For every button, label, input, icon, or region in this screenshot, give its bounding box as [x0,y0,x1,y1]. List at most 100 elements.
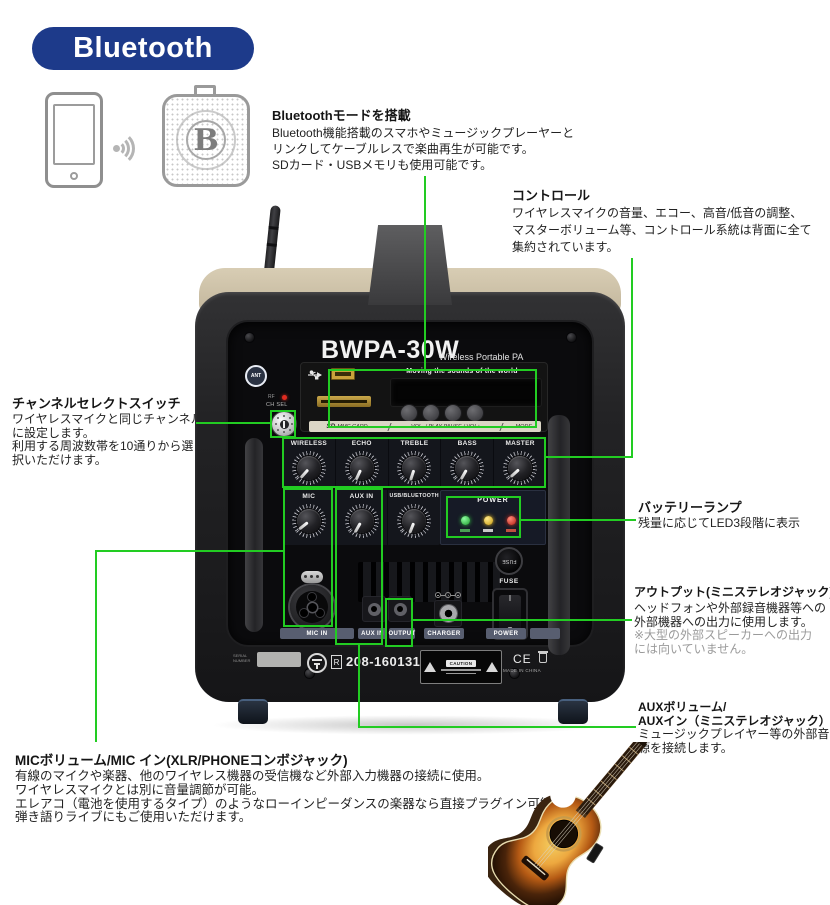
ant-mount-badge: ANT [245,365,267,387]
speaker-b-logo: B [162,94,250,187]
sd-strip-label: SD MMC CARD [309,423,385,430]
aux-callout-text: AUXボリューム/ AUXイン（ミニステレオジャック） ミュージックプレイヤー等… [638,700,830,755]
polarity-icon [435,592,461,598]
screw-icon [510,669,519,678]
warning-triangle-icon [486,662,499,672]
polarity-line [451,594,455,596]
wireless-wave-icon [100,131,135,166]
usb-port-slot [335,372,351,376]
polarity-center [445,592,451,598]
polarity-minus [435,592,441,598]
echo-knob [344,451,379,485]
xlr-latch [301,571,323,583]
usb-bt-knob-label: USB/BLUETOOTH [389,493,439,499]
dial-notch [279,419,289,429]
callout-line-control-vertical [631,258,633,458]
bluetooth-feature-line: リンクしてケーブルレスで楽曲再生が可能です。 [272,142,534,156]
aux-line: ミュージックプレイヤー等の外部音 [638,727,830,741]
output-line: ヘッドフォンや外部録音機器等への [634,601,827,615]
bluetooth-badge: Bluetooth [32,27,254,70]
usb-bt-knob-cell: USB/BLUETOOTH [388,490,440,545]
caution-center: CAUTION [440,660,481,674]
mic-in-strip-label: MIC IN [280,628,354,639]
aux-line: 源を接続します。 [638,740,733,755]
rf-led [282,395,287,400]
device-shadow [210,715,610,735]
echo-knob-cell: ECHO [336,437,389,488]
xlr-pin-hole [308,593,316,601]
ce-mark: CE [513,652,532,666]
fuse-holder: FUSE [495,547,523,575]
mmc-card-label: MMC CARD [337,423,368,430]
wireless-knob [291,451,326,485]
phone-jack-hole [307,602,317,612]
rf-label: RF [268,394,275,400]
speaker-ripple-icon [176,110,236,170]
model-subtitle: Wireless Portable PA [439,352,524,362]
aux-in-jack [362,596,386,622]
bluetooth-feature-line: Bluetooth機能搭載のスマホやミュージックプレーヤーと [272,126,575,140]
strip-divider [387,422,392,431]
control-callout-text: コントロール ワイヤレスマイクの音量、エコー、高音/低音の調整、 マスターボリュ… [512,188,812,256]
battery-led-green [461,516,470,525]
media-button [445,405,461,421]
channel-select-line: ワイヤレスマイクと同じチャンネル [12,412,203,426]
aux-title: AUXボリューム/ [638,700,727,714]
channel-select-line: 利用する周波数帯を10通りから選 [12,439,194,453]
device-foot [558,699,588,724]
bluetooth-speaker-icon [162,94,250,187]
latch-hole [304,575,307,578]
aux-in-strip-label: AUX IN [358,628,387,639]
dc-jack-ring [439,605,457,622]
output-note-line: には向いていません。 [634,641,754,656]
lcd-display [391,379,541,406]
rocker-face [499,595,521,633]
treble-knob-cell: TREBLE [389,437,442,488]
output-line: 外部機器への出力に使用します。 [634,614,813,629]
treble-knob-label: TREBLE [400,440,429,447]
media-player-module: Moving the sounds of the world SD MMC CA… [300,362,548,432]
mic-title: MICボリューム/MIC イン(XLR/PHONEコンボジャック) [15,753,348,768]
serial-caption-line: SERIAL [233,653,248,658]
output-strip-label: OUTPUT [388,628,415,639]
aux-title: AUXイン（ミニステレオジャック） [638,713,830,728]
mic-callout-text: MICボリューム/MIC イン(XLR/PHONEコンボジャック) 有線のマイク… [15,753,565,825]
bass-knob-cell: BASS [441,437,495,488]
battery-led-red [507,516,516,525]
channel-select-callout-text: チャンネルセレクトスイッチ ワイヤレスマイクと同じチャンネル に設定します。 利… [12,396,203,467]
side-groove-left [245,438,263,632]
serial-number-plate [257,652,301,667]
fuse-cap-text: FUSE [501,558,517,564]
aux-knob-label: AUX IN [349,493,374,500]
giteki-glyph [312,658,322,669]
polarity-plus [455,592,461,598]
echo-knob-label: ECHO [351,440,372,447]
output-note-line: ※大型の外部スピーカーへの出力 [634,628,813,642]
xlr-face [296,591,328,623]
usb-logo-icon [308,370,323,380]
channel-select-line: に設定します。 [12,425,95,440]
mic-knob-cell: MIC [283,490,336,545]
smartphone-screen [53,104,95,165]
control-line: 集約されています。 [512,240,619,254]
carry-handle [368,225,452,305]
channel-select-line: 択いただけます。 [12,452,107,467]
mic-line: エレアコ（電池を使用するタイプ）のようなローインピーダンスの楽器なら直接プラグイ… [15,796,565,811]
caution-label: CAUTION [420,650,502,684]
sd-card-slit [321,400,367,403]
power-strip-label: POWER [486,628,526,639]
media-button [467,405,483,421]
smartphone-icon [45,92,103,188]
channel-select-label: CH SEL [266,402,288,408]
device-foot [238,699,268,724]
smartphone-home-button [70,172,78,180]
sd-card-slot [317,396,371,407]
mode-strip-label: MODE [515,423,532,430]
cert-number: 208-160131 [346,654,421,669]
screw-icon [305,669,314,678]
latch-hole [310,575,313,578]
aux-in-knob [344,504,379,538]
led-caption-bar [460,529,470,532]
charger-strip-label: CHARGER [424,628,464,639]
battery-callout-text: バッテリーランプ 残量に応じてLED3段階に表示 [638,500,800,531]
